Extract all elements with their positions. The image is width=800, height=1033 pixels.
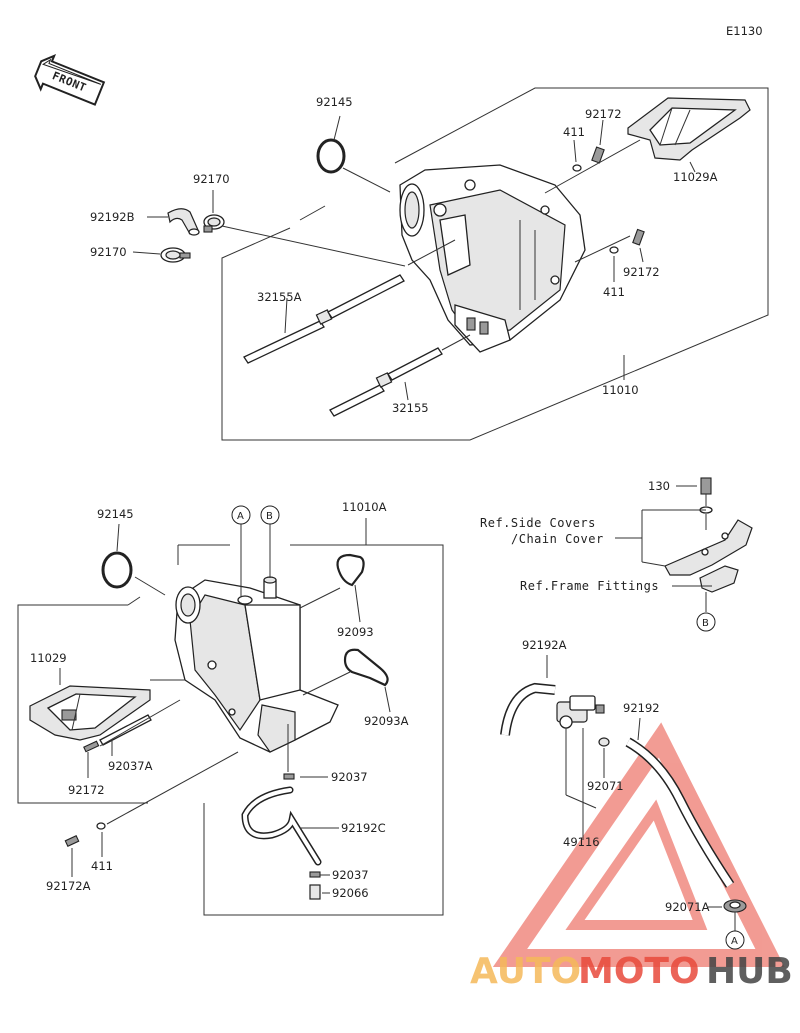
label-ref-frame: Ref.Frame Fittings — [520, 579, 659, 593]
bolt-lower-icon — [83, 740, 100, 753]
label-clamp-top: 92170 — [193, 172, 230, 186]
watermark-logo — [492, 722, 785, 967]
washer-side-icon — [609, 246, 619, 254]
seal-2-icon — [343, 648, 389, 687]
clip-2-icon — [309, 871, 321, 878]
bracket-plate-icon — [664, 519, 753, 593]
label-washer-side: 411 — [603, 285, 625, 299]
label-ref-side-covers-1: Ref.Side Covers — [480, 516, 596, 530]
label-bolt-lower: 92172 — [68, 783, 105, 797]
label-oring-upper: 92145 — [316, 95, 353, 109]
watermark-part1: AUTO — [470, 951, 581, 992]
connector-a-top — [231, 505, 251, 525]
oring-lower-icon — [101, 551, 133, 589]
lower-frame — [203, 544, 444, 916]
label-filter-upper: 11029A — [673, 170, 718, 184]
bracket-connector-b — [696, 612, 716, 632]
label-assembly-upper: 11010 — [602, 383, 639, 397]
watermark-text: AUTO MOTO HUB — [470, 951, 793, 992]
valve-connector-a — [725, 930, 745, 950]
label-bracket-bolt: 130 — [648, 479, 670, 493]
hose-bent-icon — [167, 208, 200, 236]
bolt-a-icon — [64, 835, 80, 847]
clamp-top-icon — [203, 214, 225, 233]
watermark-triangle-inner — [565, 799, 708, 930]
label-pipe-a: 32155A — [257, 290, 302, 304]
oring-icon — [316, 138, 346, 174]
plug-icon — [309, 884, 321, 900]
clip-1-icon — [283, 773, 295, 780]
label-hose-a: 92192A — [522, 638, 567, 652]
clamp-valve-icon — [598, 737, 610, 747]
label-plug: 92066 — [332, 886, 369, 900]
label-clip-2: 92037 — [332, 868, 369, 882]
label-assembly-lower: 11010A — [342, 500, 387, 514]
label-bolt-a: 92172A — [46, 879, 91, 893]
connector-b-top — [260, 505, 280, 525]
watermark-triangle — [492, 722, 785, 967]
pipe-a-icon — [243, 274, 405, 364]
label-washer-lower: 411 — [91, 859, 113, 873]
label-washer-top: 411 — [563, 125, 585, 139]
label-clamp-valve: 92071 — [587, 779, 624, 793]
label-seal-2: 92093A — [364, 714, 409, 728]
bolt-side-icon — [632, 228, 645, 246]
filter-upper-icon — [627, 97, 751, 161]
bracket-bolt-icon — [700, 477, 712, 495]
clamp-bottom-icon — [160, 247, 191, 263]
label-connector-a: A — [237, 511, 244, 522]
watermark-part3: HUB — [706, 951, 793, 992]
label-hose: 92192 — [623, 701, 660, 715]
bolt-top-icon — [591, 146, 605, 164]
label-hose-bent: 92192B — [90, 210, 135, 224]
valve-icon — [556, 695, 605, 729]
label-bolt-top: 92172 — [585, 107, 622, 121]
label-seal-1: 92093 — [337, 625, 374, 639]
label-filter-lower: 11029 — [30, 651, 67, 665]
filter-lower-icon — [29, 685, 151, 741]
upper-assembly: 92145 92170 92192B 92170 32155A 32155 11… — [90, 87, 769, 441]
label-oring-lower: 92145 — [97, 507, 134, 521]
page-code: E1130 — [726, 24, 763, 38]
airbox-upper-icon — [399, 164, 586, 353]
front-arrow-icon: FRONT — [34, 53, 106, 106]
label-valve: 49116 — [563, 835, 600, 849]
label-valve-connector-a: A — [731, 936, 738, 947]
lower-assembly: A B — [17, 500, 444, 916]
label-clamp-bottom: 92170 — [90, 245, 127, 259]
valve-detail: 92192A 92192 92071 49116 92071A A — [500, 638, 747, 950]
airbox-lower-icon — [174, 576, 339, 753]
label-bracket-connector-b: B — [702, 618, 709, 629]
label-bolt-side: 92172 — [623, 265, 660, 279]
label-ref-side-covers-2: /Chain Cover — [511, 532, 604, 546]
label-clip-1: 92037 — [331, 770, 368, 784]
pipe-icon — [329, 347, 443, 417]
label-hose-lower: 92192C — [341, 821, 386, 835]
label-strap: 92037A — [108, 759, 153, 773]
watermark-part2: MOTO — [578, 951, 700, 992]
washer-lower-icon — [96, 822, 106, 830]
strap-icon — [99, 714, 152, 746]
upper-frame — [221, 87, 769, 441]
label-pipe: 32155 — [392, 401, 429, 415]
label-connector-b: B — [266, 511, 273, 522]
seal-1-icon — [336, 553, 365, 587]
bracket-detail: 130 B Ref.Side Covers /Chain Cover Ref.F… — [480, 477, 753, 632]
washer-top-icon — [572, 164, 582, 172]
label-grommet: 92071A — [665, 900, 710, 914]
